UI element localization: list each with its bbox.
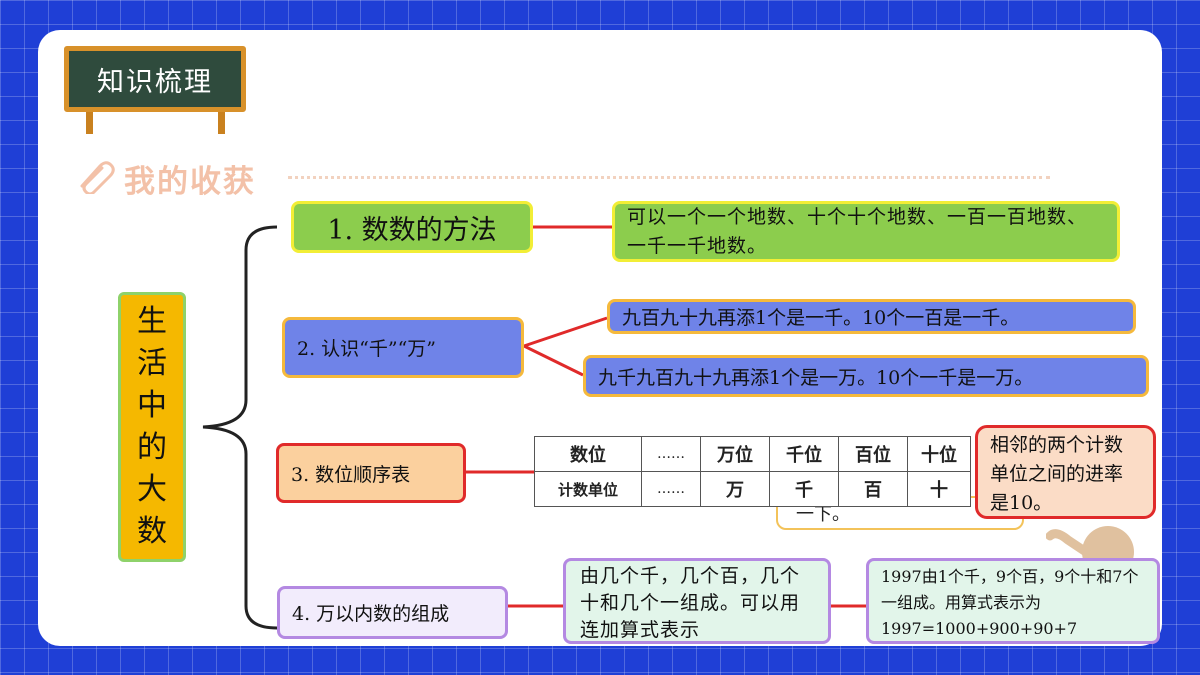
table-cell: 十位 — [907, 436, 971, 472]
table-cell: 万位 — [700, 436, 770, 472]
branch-number-composition: 4. 万以内数的组成 — [277, 586, 508, 639]
detail-ten-thousand: 九千九百九十九再添1个是一万。10个一千是一万。 — [583, 355, 1149, 397]
section-title: 我的收获 — [124, 164, 256, 200]
branch-thousand-tenthousand: 2. 认识“千”“万” — [282, 317, 524, 378]
board-leg-left — [86, 108, 93, 134]
branch-counting-methods: 1. 数数的方法 — [291, 201, 533, 253]
table-cell: 百位 — [838, 436, 908, 472]
table-cell: 十 — [907, 471, 971, 507]
central-topic-label: 生活中的大数 — [137, 304, 167, 549]
table-cell: 千位 — [769, 436, 839, 472]
detail-thousand: 九百九十九再添1个是一千。10个一百是一千。 — [607, 299, 1136, 334]
table-row: 计数单位 …… 万 千 百 十 — [534, 471, 971, 507]
central-topic: 生活中的大数 — [118, 292, 186, 562]
detail-counting-methods: 可以一个一个地数、十个十个地数、一百一百地数、一千一千地数。 — [612, 201, 1120, 262]
branch-place-value-table: 3. 数位顺序表 — [276, 443, 466, 503]
table-cell: …… — [641, 436, 701, 472]
base-ten-note: 相邻的两个计数单位之间的进率是10。 — [975, 425, 1156, 519]
board-title: 知识梳理 — [64, 46, 246, 112]
table-cell: 千 — [769, 471, 839, 507]
table-cell: 计数单位 — [534, 471, 642, 507]
detail-composition-rule: 由几个千，几个百，几个十和几个一组成。可以用连加算式表示 — [563, 558, 831, 644]
table-cell: 数位 — [534, 436, 642, 472]
detail-composition-example: 1997由1个千，9个百，9个十和7个一组成。用算式表示为1997=1000+9… — [866, 558, 1160, 644]
dotted-divider — [288, 176, 1050, 179]
table-cell: 百 — [838, 471, 908, 507]
table-cell: 万 — [700, 471, 770, 507]
paperclip-icon — [80, 161, 115, 194]
place-value-table: 数位 …… 万位 千位 百位 十位 计数单位 …… 万 千 百 十 — [534, 436, 971, 507]
table-row: 数位 …… 万位 千位 百位 十位 — [534, 436, 971, 472]
table-cell: …… — [641, 471, 701, 507]
board-leg-right — [218, 108, 225, 134]
slide-card — [38, 30, 1162, 646]
